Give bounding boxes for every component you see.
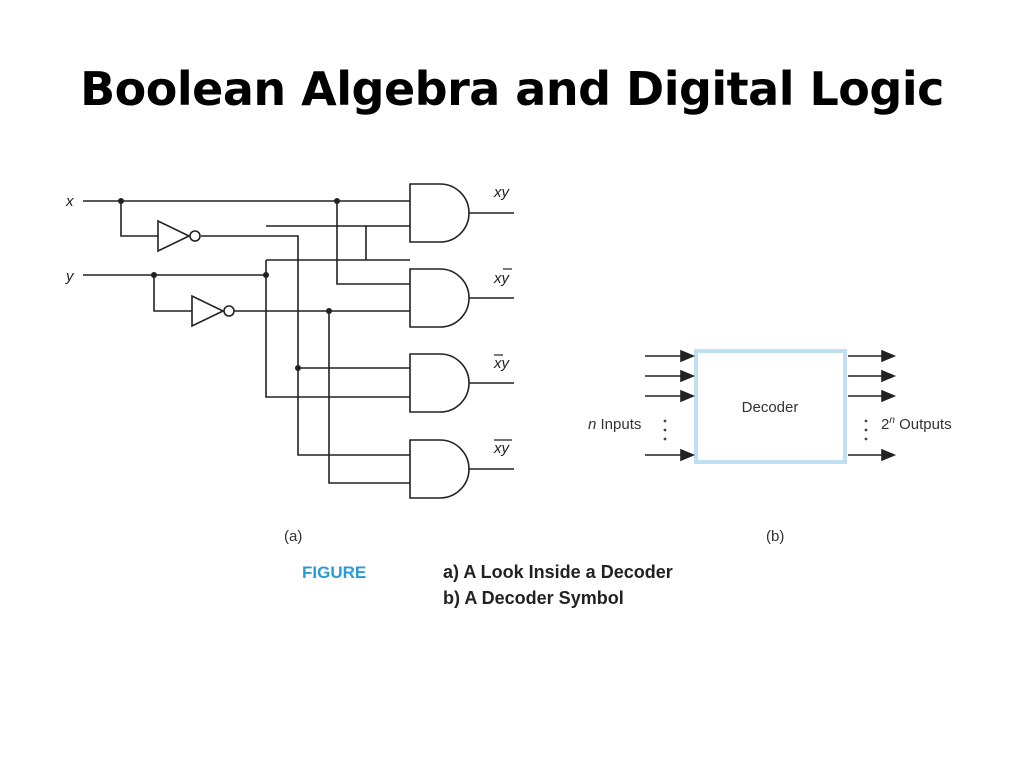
- caption-line-a: a) A Look Inside a Decoder: [443, 562, 673, 582]
- figure-b-label: (b): [766, 528, 784, 545]
- caption-line-b: b) A Decoder Symbol: [443, 588, 624, 608]
- wire-x-down: [336, 201, 410, 285]
- decoder-input-arrows: [645, 349, 696, 462]
- decoder-block-label: Decoder: [742, 399, 799, 416]
- and-gate-1: [409, 183, 470, 243]
- output-xy-label: xy: [493, 184, 511, 201]
- and-gate-4: [409, 439, 470, 499]
- not-gate-y: [191, 294, 225, 328]
- and-gate-3: [409, 353, 470, 413]
- and-gate-2: [409, 268, 470, 328]
- decoder-outputs-label: 2n Outputs: [881, 415, 952, 433]
- figure-a-label: (a): [284, 528, 302, 545]
- not-bubble-x: [189, 230, 201, 242]
- ellipsis-dots: [663, 419, 868, 441]
- wire-x-to-not: [120, 201, 158, 237]
- wire-y-to-not: [153, 275, 192, 312]
- slide-title: Boolean Algebra and Digital Logic: [80, 62, 944, 116]
- wire-not-x-out: [201, 235, 410, 456]
- output-x-ybar-label: xy: [493, 270, 511, 287]
- decoder-output-arrows: [848, 349, 897, 462]
- decoder-circuit: [83, 183, 514, 499]
- decoder-block: [694, 349, 847, 464]
- not-gate-x: [157, 219, 191, 253]
- wire-y-down: [265, 260, 410, 398]
- input-x-label: x: [65, 193, 74, 210]
- not-bubble-y: [223, 305, 235, 317]
- wire-y-vertical: [266, 225, 367, 260]
- caption-figure-label: FIGURE: [302, 563, 367, 582]
- junction-dots: [118, 198, 340, 371]
- decoder-inputs-label: n Inputs: [588, 416, 641, 433]
- output-xbar-y-label: xy: [493, 355, 511, 372]
- input-y-label: y: [65, 268, 75, 285]
- output-xbar-ybar-label: xy: [493, 440, 511, 457]
